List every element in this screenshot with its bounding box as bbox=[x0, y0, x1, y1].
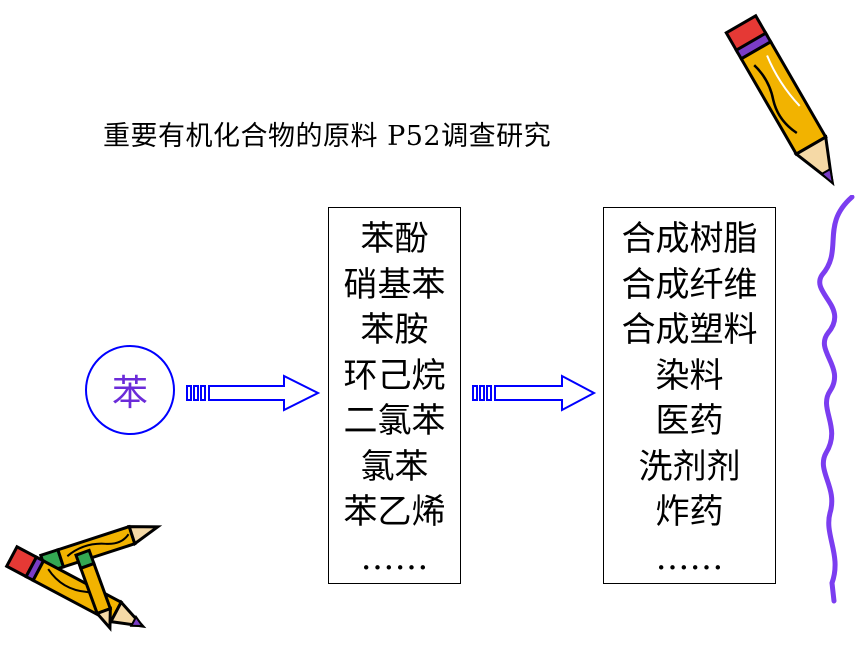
benzene-label: 苯 bbox=[111, 373, 148, 414]
intermediates-box: 苯酚硝基苯苯胺环己烷二氯苯氯苯苯乙烯 …… bbox=[328, 207, 461, 584]
intermediate-item: 二氯苯 bbox=[343, 401, 446, 441]
benzene-circle: 苯 bbox=[85, 345, 175, 435]
intermediate-item: 环己烷 bbox=[343, 355, 446, 396]
product-item: 染料 bbox=[655, 355, 724, 396]
slide-title: 重要有机化合物的原料 P52调查研究 bbox=[103, 121, 552, 152]
products-box: 合成树脂合成纤维合成塑料染料医药洗剂剂炸药 …… bbox=[603, 207, 776, 584]
pencil-icon bbox=[724, 13, 835, 187]
product-item: 炸药 bbox=[655, 492, 724, 532]
product-item: …… bbox=[655, 537, 724, 578]
intermediate-item: 苯乙烯 bbox=[343, 492, 446, 532]
pencils-icon bbox=[4, 524, 163, 632]
right-arrow-icon bbox=[186, 374, 321, 412]
product-item: 洗剂剂 bbox=[638, 446, 741, 487]
intermediate-item: 硝基苯 bbox=[343, 264, 446, 305]
right-arrow-icon bbox=[472, 374, 597, 412]
product-item: 医药 bbox=[655, 401, 724, 441]
intermediate-item: 苯胺 bbox=[360, 310, 429, 350]
product-item: 合成纤维 bbox=[621, 264, 758, 305]
product-item: 合成树脂 bbox=[621, 219, 758, 259]
intermediate-item: 氯苯 bbox=[360, 446, 429, 487]
intermediate-item: 苯酚 bbox=[360, 219, 429, 259]
intermediate-item: …… bbox=[360, 537, 429, 578]
squiggle-line-icon bbox=[817, 195, 855, 604]
product-item: 合成塑料 bbox=[621, 310, 758, 350]
